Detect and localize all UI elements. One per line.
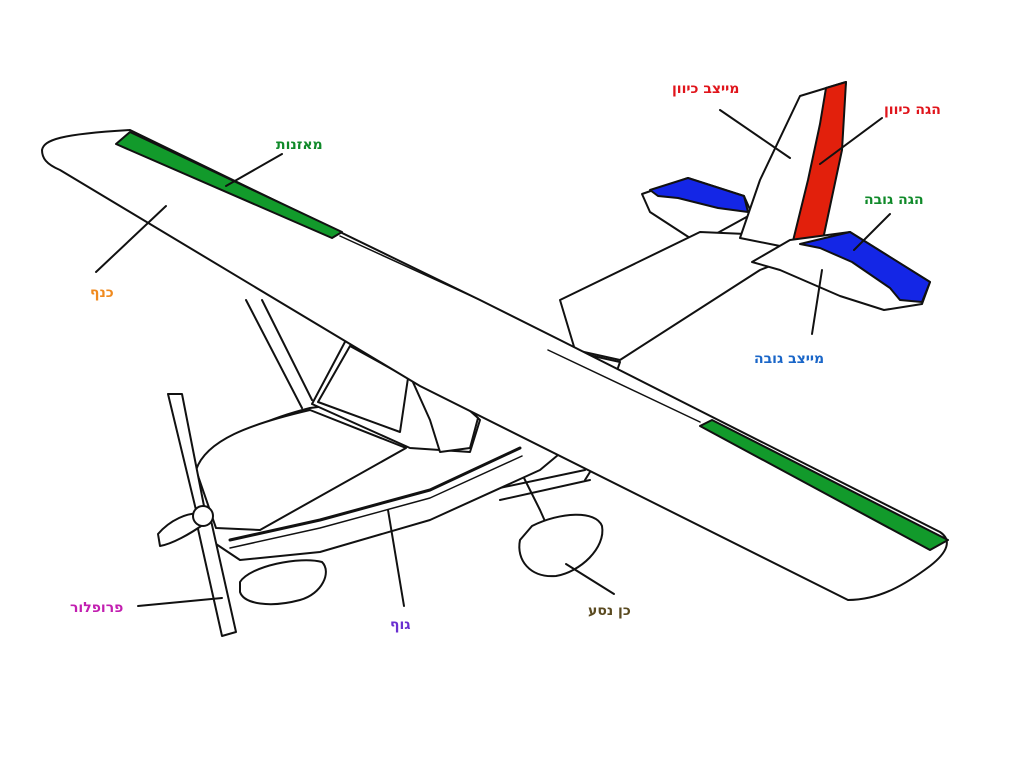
leader-line-hstab [811, 269, 823, 335]
leader-line-propeller [137, 597, 223, 607]
wing-strut-left [245, 299, 313, 409]
leader-line-ailerons [225, 153, 283, 187]
engine-cowling [195, 409, 407, 531]
label-elevator: הגה גובה [864, 192, 924, 208]
propeller-spinner [192, 505, 214, 527]
leader-line-vstab [719, 109, 791, 159]
leader-line-gear [565, 563, 615, 595]
label-ailerons: מאזנות [276, 137, 323, 153]
label-rudder: הגה כיוון [884, 102, 941, 118]
propeller-upper-blade [167, 393, 205, 511]
fuselage-stripe-2 [229, 455, 523, 549]
label-vstab: מייצב כיוון [672, 81, 740, 97]
elevator-left [649, 177, 749, 213]
landing-gear-wheel-pant [518, 513, 604, 578]
aileron-right [699, 419, 949, 551]
elevator-right [799, 231, 931, 303]
label-fuselage: גוף [390, 617, 411, 633]
leader-lines [95, 109, 891, 607]
wing-strut-right [489, 469, 591, 501]
wing [41, 129, 948, 601]
label-landing-gear: כן נסע [588, 603, 631, 619]
leader-line-fuselage [387, 509, 405, 607]
fuselage-stripe [228, 446, 522, 542]
horizontal-stabilizer-right [751, 231, 931, 311]
wing-panel-line [339, 235, 701, 423]
leader-line-wing [95, 205, 167, 273]
leader-line-elevator [853, 213, 891, 251]
nose-gear-wheel-pant [239, 559, 327, 606]
leader-line-rudder [819, 117, 883, 165]
label-propeller: פרופלור [70, 600, 124, 616]
label-hstab: מייצב גובה [754, 351, 825, 367]
label-wing: כנף [90, 285, 114, 301]
